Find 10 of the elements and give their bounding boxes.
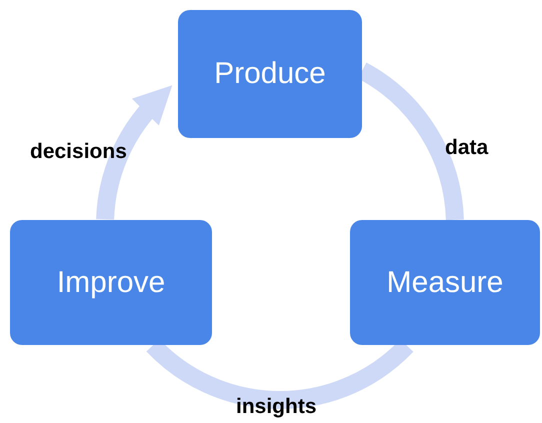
node-label: Produce	[214, 57, 326, 91]
process-box	[350, 220, 540, 345]
node-label: Improve	[56, 266, 166, 300]
cycle-arrow	[96, 84, 172, 220]
edge-label: data	[445, 136, 488, 160]
process-box	[10, 220, 212, 345]
process-box	[178, 10, 362, 138]
node-label: Measure	[386, 266, 504, 300]
edge-label: insights	[236, 395, 317, 419]
edge-label: decisions	[30, 140, 127, 164]
